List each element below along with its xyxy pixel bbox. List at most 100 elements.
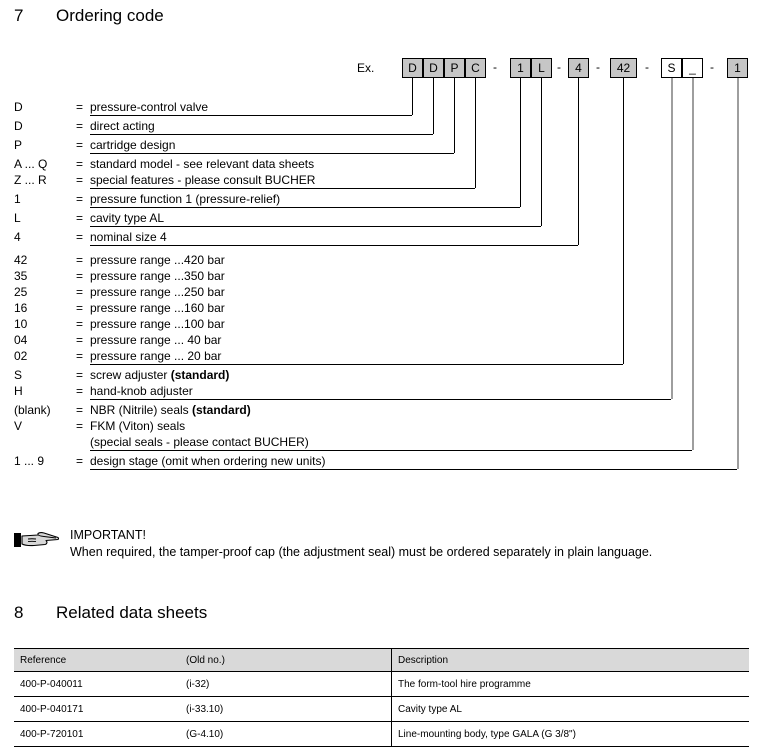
code-box-10[interactable]: 1: [727, 58, 748, 78]
section-title-related-data-sheets: Related data sheets: [56, 603, 208, 622]
legend-underline: [90, 115, 412, 116]
legend-value: cartridge design: [90, 138, 176, 152]
code-box-4[interactable]: 1: [510, 58, 531, 78]
table-cell: Line-mounting body, type GALA (G 3/8"): [391, 721, 749, 747]
leader-line: [454, 78, 455, 153]
table-cell: 400-P-720101: [14, 721, 180, 747]
legend-key: 1: [14, 192, 21, 206]
section-number-7: 7: [14, 6, 24, 25]
column-header-reference: Reference: [14, 648, 180, 672]
legend-equals: =: [76, 317, 84, 331]
legend-equals: =: [76, 368, 84, 382]
column-header-old-no: (Old no.): [180, 648, 392, 672]
legend-value: pressure-control valve: [90, 100, 209, 114]
legend-value: standard model - see relevant data sheet…: [90, 157, 315, 171]
code-box-8[interactable]: S: [661, 58, 682, 78]
leader-line: [412, 78, 413, 115]
code-separator-2: -: [596, 60, 600, 74]
table-body: 400-P-040011(i-32)The form-tool hire pro…: [14, 671, 749, 747]
table-row: 400-P-040171(i-33.10)Cavity type AL: [14, 696, 749, 722]
table-cell: (G-4.10): [180, 721, 392, 747]
legend-key: P: [14, 138, 23, 152]
table-header-row: Reference (Old no.) Description: [14, 648, 749, 672]
legend-underline: [90, 207, 520, 208]
section-title-ordering-code: Ordering code: [56, 6, 164, 25]
code-separator-4: -: [710, 60, 714, 74]
code-box-5[interactable]: L: [531, 58, 552, 78]
table-row: 400-P-720101(G-4.10)Line-mounting body, …: [14, 721, 749, 747]
legend-equals: =: [76, 230, 84, 244]
table-cell: 400-P-040011: [14, 671, 180, 697]
leader-line: [737, 78, 739, 469]
code-separator-0: -: [493, 60, 497, 74]
leader-line: [475, 78, 476, 188]
legend-key: (blank): [14, 403, 51, 417]
table-cell: (i-32): [180, 671, 392, 697]
legend-key: 04: [14, 333, 28, 347]
legend-value: pressure function 1 (pressure-relief): [90, 192, 281, 206]
code-box-7[interactable]: 42: [610, 58, 637, 78]
legend-value: direct acting: [90, 119, 155, 133]
legend-value: pressure range ...250 bar: [90, 285, 225, 299]
important-title: IMPORTANT!: [70, 528, 146, 542]
leader-line: [520, 78, 521, 207]
legend-value: pressure range ...100 bar: [90, 317, 225, 331]
legend-value: pressure range ...350 bar: [90, 269, 225, 283]
legend-underline: [90, 450, 692, 451]
legend-value: NBR (Nitrile) seals (standard): [90, 403, 251, 417]
table-cell: (i-33.10): [180, 696, 392, 722]
table-cell: The form-tool hire programme: [391, 671, 749, 697]
leader-line: [671, 78, 673, 399]
legend-equals: =: [76, 301, 84, 315]
code-box-9[interactable]: _: [682, 58, 703, 78]
legend-key: H: [14, 384, 23, 398]
legend-underline: [90, 245, 578, 246]
legend-equals: =: [76, 211, 84, 225]
legend-underline: [90, 226, 541, 227]
legend-key: 1 ... 9: [14, 454, 45, 468]
legend-value: design stage (omit when ordering new uni…: [90, 454, 326, 468]
legend-key: Z ... R: [14, 173, 47, 187]
legend-value: pressure range ...160 bar: [90, 301, 225, 315]
code-separator-3: -: [645, 60, 649, 74]
legend-value: screw adjuster (standard): [90, 368, 230, 382]
code-box-2[interactable]: P: [444, 58, 465, 78]
code-box-3[interactable]: C: [465, 58, 486, 78]
legend-key: L: [14, 211, 21, 225]
related-data-sheets-table: Reference (Old no.) Description 400-P-04…: [14, 648, 749, 747]
legend-key: D: [14, 100, 23, 114]
legend-equals: =: [76, 119, 84, 133]
legend-underline: [90, 399, 671, 400]
legend-value: nominal size 4: [90, 230, 167, 244]
legend-key: 10: [14, 317, 28, 331]
code-box-6[interactable]: 4: [568, 58, 589, 78]
code-separator-1: -: [557, 60, 561, 74]
code-box-1[interactable]: D: [423, 58, 444, 78]
leader-line: [433, 78, 434, 134]
section-number-8: 8: [14, 603, 24, 622]
legend-underline: [90, 134, 433, 135]
legend-underline: [90, 188, 475, 189]
code-box-0[interactable]: D: [402, 58, 423, 78]
legend-key: 4: [14, 230, 21, 244]
leader-line: [623, 78, 624, 364]
legend-value: cavity type AL: [90, 211, 165, 225]
legend-key: A ... Q: [14, 157, 48, 171]
legend-value: pressure range ... 40 bar: [90, 333, 222, 347]
legend-equals: =: [76, 349, 84, 363]
legend-equals: =: [76, 419, 84, 433]
example-label: Ex.: [357, 61, 375, 75]
legend-value: special features - please consult BUCHER: [90, 173, 316, 187]
legend-value: (special seals - please contact BUCHER): [90, 435, 309, 449]
leader-line: [578, 78, 579, 245]
legend-key: S: [14, 368, 23, 382]
legend-key: 02: [14, 349, 28, 363]
legend-underline: [90, 153, 454, 154]
important-text: When required, the tamper-proof cap (the…: [70, 545, 653, 559]
legend-value: FKM (Viton) seals: [90, 419, 186, 433]
table-cell: Cavity type AL: [391, 696, 749, 722]
table-cell: 400-P-040171: [14, 696, 180, 722]
legend-equals: =: [76, 173, 84, 187]
legend-equals: =: [76, 333, 84, 347]
column-header-description: Description: [391, 648, 749, 672]
